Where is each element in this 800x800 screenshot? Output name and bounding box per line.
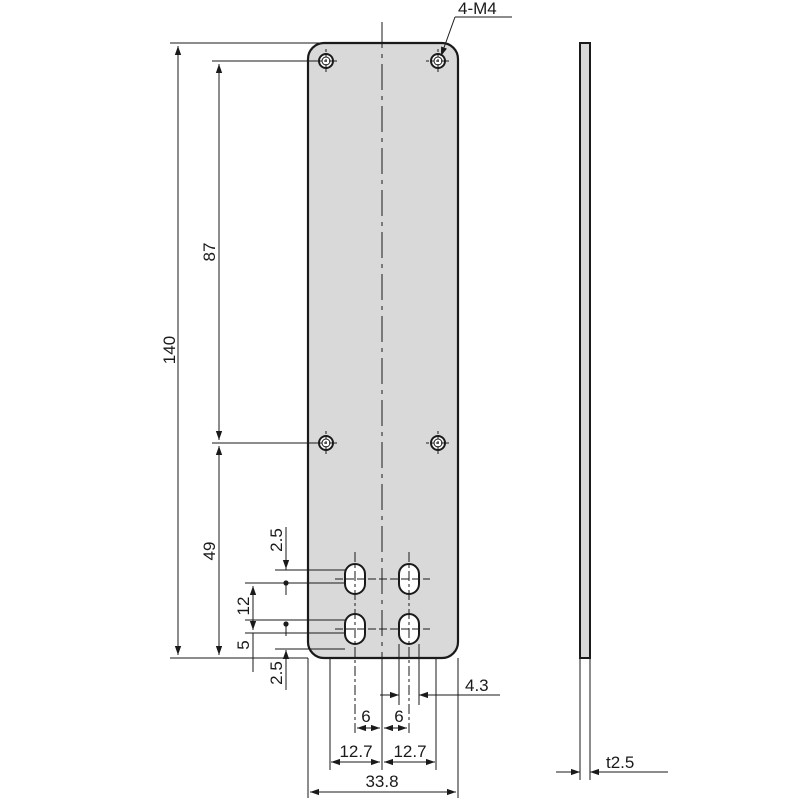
hole-mid-right	[426, 431, 450, 455]
hole-top-left	[314, 49, 338, 73]
hole-callout: 4-M4	[440, 0, 512, 57]
plate-outline	[306, 41, 460, 660]
dim-49-label: 49	[200, 542, 219, 561]
horizontal-dimensions: 4.3 6 6 12.7 12.7 33.8	[307, 644, 500, 798]
dim-2-5-top-label: 2.5	[267, 528, 286, 552]
mounting-holes	[314, 49, 450, 455]
dim-33-8-label: 33.8	[365, 772, 398, 791]
dim-140-label: 140	[160, 336, 179, 364]
dim-2-5-bottom-label: 2.5	[267, 661, 286, 685]
holes-label: 4-M4	[458, 0, 497, 18]
dim-6-left-label: 6	[361, 707, 370, 726]
plate-side-view: t2.5	[556, 42, 668, 780]
plate-front-view	[306, 22, 460, 735]
vertical-dimensions: 140 87 49 2.5 12 5 2.5	[160, 42, 345, 690]
dim-4-3-label: 4.3	[465, 676, 489, 695]
thickness-label: t2.5	[606, 753, 634, 772]
dim-12-label: 12	[234, 597, 253, 616]
adjustment-slots	[335, 552, 430, 735]
dim-12-7-right-label: 12.7	[393, 742, 426, 761]
dim-5-label: 5	[234, 640, 253, 649]
dim-87-label: 87	[200, 243, 219, 262]
side-profile	[579, 42, 591, 659]
hole-mid-left	[314, 431, 338, 455]
dim-6-right-label: 6	[394, 707, 403, 726]
hole-top-right	[426, 49, 450, 73]
dim-12-7-left-label: 12.7	[339, 742, 372, 761]
